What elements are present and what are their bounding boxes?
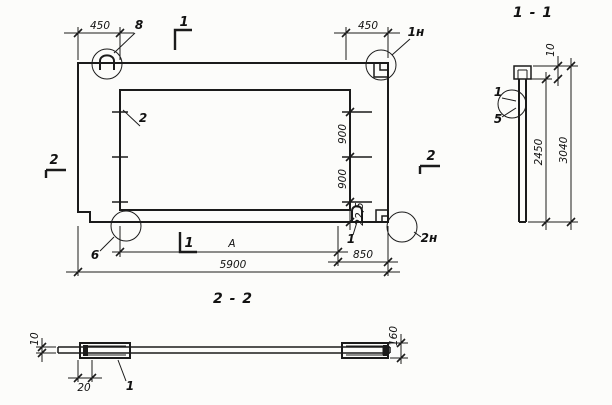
section-2-2-dim-160-ext (390, 342, 408, 359)
leader-mesh-2 (122, 109, 141, 127)
panel-outline (77, 62, 389, 223)
section-2-2-right-block-weld (383, 345, 388, 356)
section-1-1-dim-2450-label: 2450 (533, 138, 545, 165)
dim-bottom-ext (77, 226, 389, 276)
section-2-2-dim-10-label: 10 (29, 332, 41, 346)
section-1-1-web (518, 79, 527, 223)
section-2-2-left-block-weld (83, 345, 88, 356)
section-1-1-dim-3040-label: 3040 (558, 136, 570, 163)
section-2-2-dim-10-ticks (37, 342, 47, 358)
dim-450-right-label: 450 (358, 20, 378, 32)
section-mark-2-right-label: 2 (426, 149, 435, 164)
section-2-2-dim-20-ticks (73, 373, 97, 383)
dim-span-a-label: А (227, 238, 235, 250)
section-2-2-title: 2 - 2 (213, 291, 253, 307)
inner-panel-outline (119, 89, 351, 211)
leader-anchor-1 (352, 221, 358, 236)
dim-5900-ticks (73, 267, 393, 277)
section-1-1-cap (513, 65, 532, 80)
section-1-1-view: 1 - 1 1 5 10 2450 3040 (494, 5, 578, 230)
leader-8 (113, 32, 136, 54)
dim-450-left-ticks (73, 28, 125, 38)
section-2-2-dim-160-label: 160 (388, 326, 400, 346)
lifting-loop-bottom-right (351, 205, 363, 222)
section-1-1-leader-1 (501, 97, 517, 102)
section-1-1-cap-inner (517, 69, 528, 79)
section-1-1-dim-3040-ticks (566, 61, 576, 227)
dim-span-a-ticks (115, 247, 343, 257)
dim-900-upper-label: 900 (337, 124, 349, 144)
label-mesh-2: 2 (139, 111, 147, 125)
embedded-angle-bottom-right (375, 209, 388, 222)
connector-ticks-right (342, 111, 372, 203)
section-1-1-dim-10-label: 10 (545, 43, 557, 57)
section-2-2-dim-160-ticks (396, 338, 406, 363)
plan-view: 450 450 1 1 2 2 900 900 22,5 А 850 5900 (44, 15, 440, 277)
section-2-2-view: 2 - 2 10 20 1 160 (29, 291, 408, 394)
label-anchor-1: 1 (347, 232, 355, 246)
section-mark-2-left (44, 168, 66, 178)
section-mark-1-bottom-label: 1 (184, 236, 193, 251)
section-2-2-right-block (341, 342, 389, 359)
leader-2n (413, 231, 422, 238)
section-1-1-detail-circle (497, 89, 527, 119)
section-2-2-plate (57, 346, 391, 354)
dim-900-lower-label: 900 (337, 169, 349, 189)
leader-6 (99, 236, 115, 252)
section-mark-2-right (418, 164, 440, 174)
section-mark-2-left-label: 2 (49, 153, 58, 168)
lifting-loop-top-left (99, 54, 115, 70)
callout-2n-label: 2н (421, 231, 438, 245)
section-2-2-dim-10-ext (36, 346, 56, 354)
section-2-2-left-block (79, 342, 131, 359)
section-2-2-leader-1 (117, 359, 127, 382)
section-2-2-dim-20-label: 20 (77, 382, 91, 394)
callout-circle-6 (110, 210, 142, 242)
dim-450-left-label: 450 (90, 20, 110, 32)
callout-circle-1n (365, 49, 397, 81)
dim-22-5-label: 22,5 (354, 202, 366, 226)
section-1-1-callout-5: 5 (494, 112, 502, 126)
callout-1n-label: 1н (408, 25, 425, 39)
section-mark-1-top (173, 28, 192, 50)
section-1-1-callout-1: 1 (494, 85, 502, 99)
dim-450-right-ticks (341, 28, 393, 38)
dim-inner-vertical-ticks (345, 107, 355, 227)
embedded-angle-top-right (373, 63, 388, 78)
dim-850-ticks (333, 257, 393, 267)
dim-5900-label: 5900 (220, 259, 247, 271)
callout-8-label: 8 (135, 18, 143, 32)
section-1-1-dim-10-ticks (553, 61, 563, 84)
section-1-1-dim-2450-ticks (541, 74, 551, 227)
callout-circle-2n (386, 211, 418, 243)
section-mark-1-top-label: 1 (179, 15, 188, 30)
callout-6-label: 6 (91, 248, 99, 262)
callout-circle-8 (91, 48, 123, 80)
dim-850-label: 850 (353, 249, 373, 261)
section-1-1-title: 1 - 1 (513, 5, 553, 21)
section-2-2-callout-1: 1 (126, 379, 134, 393)
section-2-2-dim-20-ext (77, 360, 93, 382)
leader-1n (391, 38, 411, 56)
section-1-1-leader-5 (501, 107, 517, 118)
